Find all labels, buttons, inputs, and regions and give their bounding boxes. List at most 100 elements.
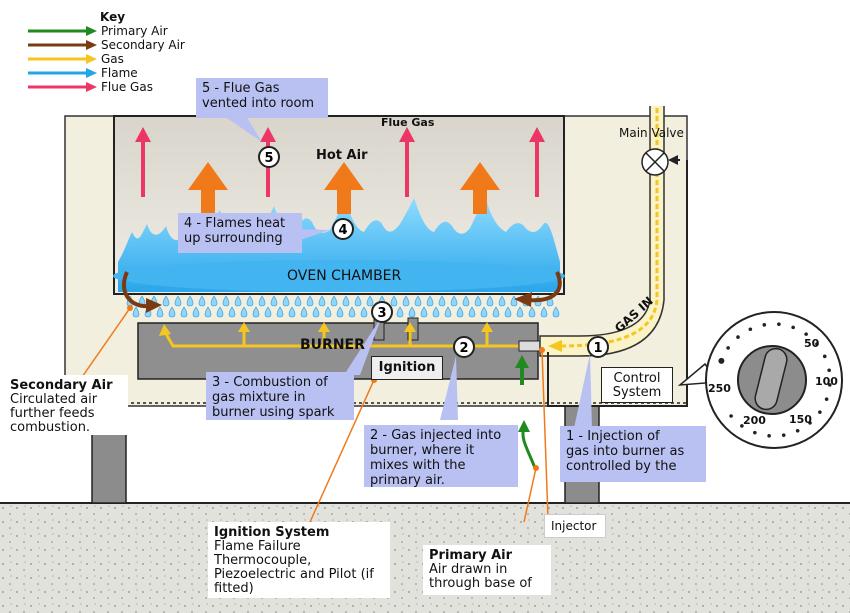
- flame-jet: [312, 306, 320, 318]
- flame-jet: [240, 306, 248, 318]
- dial-dot: [736, 335, 740, 339]
- step-1-line-2: gas into burner as: [566, 444, 685, 459]
- step-marker-4: [332, 218, 354, 240]
- flame-jet: [492, 306, 500, 318]
- flame-jet: [432, 306, 440, 318]
- dial-tick-250: 250: [708, 382, 731, 395]
- step-5-callout: 5 - Flue Gas vented into room: [196, 78, 328, 118]
- dial-dot: [827, 368, 831, 373]
- flame-jet: [234, 295, 242, 307]
- dial-tick-200: 200: [743, 414, 766, 427]
- control-system-line1: Control: [613, 371, 661, 386]
- step-1-line-3: controlled by the: [566, 459, 677, 474]
- flame-jet: [198, 295, 206, 307]
- flame-jet: [306, 295, 314, 307]
- key-item-label: Secondary Air: [101, 38, 185, 52]
- step-1-line-1: 1 - Injection of: [566, 429, 660, 444]
- primary-air-line-2: through base of: [429, 576, 532, 591]
- flame-jet: [420, 306, 428, 318]
- flame-jet: [552, 306, 560, 318]
- ignition-line-4: fitted): [214, 581, 254, 596]
- step-marker-1: [587, 336, 609, 358]
- injector-label: Injector: [544, 514, 606, 538]
- step-marker-number: 3: [377, 306, 386, 321]
- key-item-label: Flame: [101, 66, 138, 80]
- dial-dot: [822, 354, 827, 359]
- dial-dot: [726, 346, 730, 350]
- step-4-callout: 4 - Flames heat up surrounding: [178, 213, 302, 253]
- dial-dot: [748, 327, 753, 332]
- dial-dot: [777, 322, 781, 327]
- flame-jet: [480, 306, 488, 318]
- step-3-callout: 3 - Combustion of gas mixture in burner …: [206, 372, 354, 420]
- flame-jet: [366, 295, 374, 307]
- step-2-callout: 2 - Gas injected into burner, where it m…: [364, 425, 518, 488]
- flame-jet: [216, 306, 224, 318]
- flame-jet: [270, 295, 278, 307]
- dial-dot: [767, 433, 771, 438]
- flame-jet: [546, 295, 554, 307]
- primary-air-line-1: Air drawn in: [429, 562, 508, 577]
- primary-air-note: Primary Air Air drawn in through base of: [423, 545, 551, 595]
- flame-jet: [246, 295, 254, 307]
- control-system-line2: System: [612, 385, 662, 400]
- flame-jet: [504, 306, 512, 318]
- key-arrow-head-2: [86, 54, 97, 64]
- flame-jet: [156, 306, 164, 318]
- flue-gas-arrows: [135, 127, 545, 197]
- flame-jet: [510, 295, 518, 307]
- flame-jet: [450, 295, 458, 307]
- flame-jet: [486, 295, 494, 307]
- secondary-air-arrows: [121, 271, 562, 309]
- ignition-line-2: Thermocouple,: [214, 553, 312, 568]
- step-5-line-2: vented into room: [202, 96, 315, 111]
- dial-dot: [824, 397, 829, 401]
- flame-jet: [498, 295, 506, 307]
- step-3-line-2: gas mixture in: [212, 390, 306, 405]
- dial-dot: [815, 342, 819, 346]
- flame-jet: [402, 295, 410, 307]
- oven-chamber-label: OVEN CHAMBER: [287, 268, 402, 284]
- dial-dot: [753, 430, 757, 435]
- flame-jet: [474, 295, 482, 307]
- gas-flow-arrows: [163, 330, 520, 348]
- flame-jet: [276, 306, 284, 318]
- step-3-line-1: 3 - Combustion of: [212, 375, 328, 390]
- secondary-air-line-1: Circulated air: [10, 392, 98, 407]
- dial-dot: [740, 424, 744, 428]
- flame-jet: [210, 295, 218, 307]
- key-arrow-head-3: [86, 68, 97, 78]
- step-marker-number: 4: [338, 223, 347, 238]
- flame-jet: [468, 306, 476, 318]
- thermostat-dial[interactable]: [677, 311, 843, 449]
- flame-jet: [318, 295, 326, 307]
- flame-jet: [540, 306, 548, 318]
- key-item-label: Primary Air: [101, 24, 168, 38]
- flame-jet: [414, 295, 422, 307]
- step-2-line-1: 2 - Gas injected into: [370, 428, 502, 443]
- flame-jet: [456, 306, 464, 318]
- flame-jet: [222, 295, 230, 307]
- step-5-line-1: 5 - Flue Gas: [202, 81, 280, 96]
- flame-jet: [180, 306, 188, 318]
- dial-dot: [781, 433, 786, 437]
- main-valve-label: Main Valve: [619, 126, 684, 140]
- key-arrow-head-1: [86, 40, 97, 50]
- primary-air-arrow: [515, 355, 537, 469]
- secondary-air-note: Secondary Air Circulated air further fee…: [4, 375, 128, 435]
- flame-jet: [342, 295, 350, 307]
- control-system-box: Control System: [601, 367, 673, 403]
- ignition-label: Ignition: [371, 356, 443, 380]
- dial-dot: [827, 383, 832, 387]
- flame-jet: [438, 295, 446, 307]
- flame-jet: [354, 295, 362, 307]
- step-marker-3: [371, 301, 393, 323]
- dial-dot: [762, 323, 767, 327]
- flame-jet: [204, 306, 212, 318]
- flame-jet: [324, 306, 332, 318]
- flame-jet: [528, 306, 536, 318]
- callout-pointers: [224, 116, 592, 428]
